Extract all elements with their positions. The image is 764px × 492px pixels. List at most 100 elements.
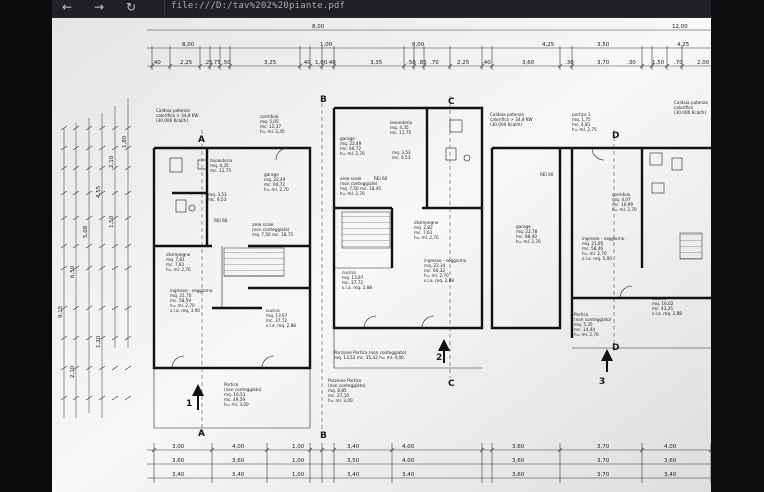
- room-label: REI 60: [214, 218, 228, 223]
- dimension-label: 1,80: [122, 135, 128, 148]
- room-label: mq. 4,35: [390, 125, 409, 130]
- room-label: lavanderia: [210, 158, 233, 163]
- room-label: REI 60: [540, 172, 554, 177]
- dimension-label: 8,00: [312, 24, 325, 30]
- room-label: mc. 7,61: [414, 230, 433, 235]
- room-label: h= ml. 2,70: [582, 251, 607, 256]
- dimension-label: 3,25: [264, 60, 277, 66]
- unit-1-plan: [152, 146, 312, 429]
- room-label: Portico: [224, 382, 239, 387]
- dimension-label: 3,40: [402, 472, 415, 478]
- section-marker-label: C: [448, 379, 455, 389]
- dimension-label: 3,60: [512, 458, 525, 464]
- dimension-label: 2,10: [109, 155, 115, 168]
- room-label: s.l.a. mq. 3,00: [170, 308, 200, 313]
- bottom-dimension-lines: [147, 443, 711, 483]
- address-bar[interactable]: file:///D:/tav%202%20piante.pdf: [164, 0, 471, 15]
- forward-arrow-icon[interactable]: →: [93, 0, 105, 14]
- dimension-label: 3,40: [347, 472, 360, 478]
- room-label: mq. 22,49: [264, 177, 286, 182]
- dimension-label: 2,10: [70, 365, 76, 378]
- room-label: s.l.a. mq. 2,88: [652, 311, 682, 316]
- unit-number-label: 1: [186, 399, 192, 409]
- room-label: garage: [264, 172, 279, 177]
- dimension-label: 3,50: [597, 42, 610, 48]
- dimension-label: 4,00: [232, 444, 245, 450]
- room-label: mq. 5,05: [260, 119, 279, 124]
- dimension-label: .40: [302, 60, 311, 66]
- room-label: mq. 22,34: [424, 263, 446, 268]
- browser-toolbar: ← → ↻ file:///D:/tav%202%20piante.pdf: [52, 0, 711, 18]
- dimension-label: 3,50: [347, 458, 360, 464]
- room-label: mq. 7,50 mc. 18,75: [252, 232, 293, 237]
- dimension-label: .85: [418, 60, 427, 66]
- room-label: mq. 21,70: [170, 293, 192, 298]
- room-label: mq. 16,53: [224, 392, 246, 397]
- room-label: h= ml. 3,00: [224, 402, 249, 407]
- room-label: mq. 7,81: [166, 257, 185, 262]
- room-label: mc. 14,44: [574, 327, 595, 332]
- section-lines: [201, 96, 615, 438]
- section-marker-label: C: [448, 97, 455, 107]
- room-label: disimpegno: [414, 220, 439, 225]
- room-label: h= ml. 2,70: [516, 239, 541, 244]
- room-label: (non conteggiato): [328, 383, 366, 388]
- room-label: calorifica > 34,8 KW: [156, 113, 199, 118]
- dimension-label: 4,00: [402, 458, 415, 464]
- room-label: mc. 49,59: [224, 397, 245, 402]
- room-label: calorifica: [674, 105, 693, 110]
- room-label: s.l.a. mq. 2,88: [266, 323, 296, 328]
- room-label: (non conteggiato): [574, 317, 612, 322]
- room-label: mq. 4,35: [210, 163, 229, 168]
- room-label: corridoio: [260, 114, 279, 119]
- unit-number-label: 2: [436, 353, 442, 363]
- room-label: mq. 4,07: [612, 197, 631, 202]
- dimension-label: .25: [204, 60, 213, 66]
- unit-3-plan: [490, 146, 711, 372]
- dimension-label: 3,60: [232, 458, 245, 464]
- room-label: mc. 58,46: [582, 246, 603, 251]
- room-label: (30.000 Kcal/h): [156, 118, 188, 123]
- top-dimension-lines: [147, 29, 711, 70]
- section-marker-label: B: [320, 431, 327, 441]
- room-label: garage: [516, 224, 531, 229]
- room-label: mc. 11,75: [390, 130, 411, 135]
- room-label: mc. 12,37: [260, 124, 281, 129]
- reload-icon[interactable]: ↻: [125, 0, 137, 14]
- dimension-label: 1,00: [320, 42, 333, 48]
- room-label: ingresso - soggiorno: [424, 258, 467, 263]
- room-label: portico 1: [572, 112, 591, 117]
- room-label: mq. 22,49: [340, 141, 362, 146]
- room-label: garage: [340, 136, 355, 141]
- room-label: h= ml. 2,70: [424, 273, 449, 278]
- room-label: mq. 8,85: [328, 388, 347, 393]
- dimension-label: 1,00: [315, 60, 328, 66]
- room-label: h= ml. 2,70: [170, 303, 195, 308]
- room-label: Caldaia potenza: [674, 100, 708, 105]
- back-arrow-icon[interactable]: ←: [61, 0, 73, 14]
- room-label: mc. 60,72: [340, 146, 361, 151]
- dimension-label: 5,08: [83, 225, 89, 238]
- room-label: mc. 37,72: [266, 318, 287, 323]
- dimension-label: .50: [222, 60, 231, 66]
- room-label: lavanderia: [390, 120, 413, 125]
- room-label: mc. 11,75: [210, 168, 231, 173]
- unit-2-plan: [332, 106, 484, 369]
- room-label: mc. 60,32: [424, 268, 445, 273]
- dimension-label: .50: [407, 60, 416, 66]
- dimension-label: 2,25: [180, 60, 193, 66]
- room-label: mq. 22,78: [516, 229, 538, 234]
- room-label: mq. 13,97: [266, 313, 288, 318]
- dimension-label: 2,00: [697, 60, 710, 66]
- dimension-label: 4,25: [677, 42, 690, 48]
- room-label: mc. 27,10: [328, 393, 349, 398]
- section-marker-label: B: [320, 95, 327, 105]
- room-label: h= ml. 3,00: [328, 398, 353, 403]
- room-label: mc. 4,81: [572, 122, 591, 127]
- room-label: (30.000 Kcal/h): [490, 122, 522, 127]
- room-label: (non conteggiate): [252, 227, 290, 232]
- room-label: cucina: [266, 308, 280, 313]
- room-label: mq. 7,50 mc. 18,45: [340, 186, 381, 191]
